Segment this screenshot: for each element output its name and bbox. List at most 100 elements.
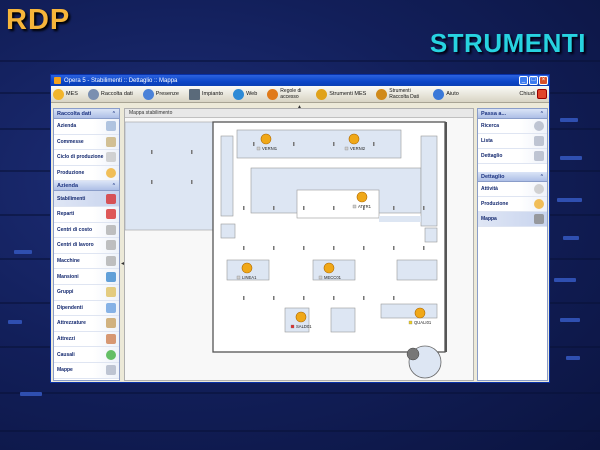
- collapse-icon[interactable]: ⌃: [539, 110, 544, 117]
- nav-item-macchine[interactable]: Macchine: [54, 253, 119, 270]
- status-indicator: [290, 324, 295, 329]
- gear-icon: [295, 311, 307, 323]
- toolbar-raccolta-dati-button[interactable]: Raccolta dati: [87, 88, 133, 100]
- toolbar-web-button[interactable]: Web: [233, 88, 257, 100]
- machine-marker-linea1[interactable]: LINEA1: [236, 262, 257, 280]
- toolbar-aiuto-button[interactable]: Aiuto: [433, 88, 459, 100]
- machine-label: VERNI2: [350, 146, 366, 151]
- reason-icon: [106, 349, 116, 360]
- nav-item-attrezzi[interactable]: Attrezzi: [54, 331, 119, 348]
- action-lista[interactable]: Lista: [478, 134, 547, 149]
- nav-item-centri-lavoro[interactable]: Centri di lavoro: [54, 238, 119, 254]
- action-attivita[interactable]: Attività: [478, 182, 547, 197]
- gear-icon: [534, 199, 544, 209]
- toolbar-label: Regole di accesso: [280, 88, 302, 100]
- zone-box: [220, 223, 236, 239]
- main-toolbar: MES Raccolta dati Presenze Impianto Web …: [51, 86, 549, 103]
- machine-label: QUALI01: [414, 320, 432, 325]
- toolbar-label: Aiuto: [446, 91, 459, 97]
- group-icon: [106, 287, 116, 298]
- nav-item-ciclo-produzione[interactable]: Ciclo di produzione: [54, 150, 119, 166]
- monitor-icon: [188, 88, 200, 100]
- app-icon: [54, 77, 61, 84]
- map-view: Mappa stabilimento: [124, 108, 474, 381]
- left-navigation-panel: Raccolta dati⌃ Azienda Commesse Ciclo di…: [53, 108, 120, 381]
- map-icon: [534, 214, 544, 224]
- splitter-toggle-left[interactable]: ◂: [121, 261, 125, 267]
- action-produzione[interactable]: Produzione: [478, 197, 547, 212]
- machine-marker-verni2[interactable]: VERNI2: [344, 133, 366, 151]
- gate-icon: [406, 347, 420, 361]
- section-header-azienda[interactable]: Azienda⌃: [54, 181, 119, 192]
- zone-box: [330, 307, 356, 333]
- action-mappa[interactable]: Mappa: [478, 212, 547, 227]
- building-wall: [445, 122, 447, 352]
- toolbar-label: Presenze: [155, 91, 179, 97]
- toolbar-regole-accesso-button[interactable]: Regole di accesso: [267, 88, 306, 100]
- list-icon: [534, 136, 544, 146]
- toolbar-strumenti-raccolta-button[interactable]: Strumenti Raccolta Dati: [376, 88, 423, 100]
- minimize-icon[interactable]: _: [519, 76, 528, 85]
- machine-marker-mecc01[interactable]: MECC01: [318, 262, 342, 280]
- toolbar-label: Impianto: [201, 91, 224, 97]
- collapse-icon[interactable]: ⌃: [539, 173, 544, 180]
- nav-item-centri-costo[interactable]: Centri di costo: [54, 222, 119, 239]
- nav-item-commesse[interactable]: Commesse: [54, 134, 119, 151]
- nav-item-mappe[interactable]: Mappe: [54, 362, 119, 379]
- toolbar-presenze-button[interactable]: Presenze: [142, 88, 179, 100]
- action-ricerca[interactable]: Ricerca: [478, 119, 547, 134]
- collapse-icon[interactable]: ⌃: [111, 110, 116, 117]
- section-header-raccolta-dati[interactable]: Raccolta dati⌃: [54, 109, 119, 119]
- close-icon[interactable]: ×: [539, 76, 548, 85]
- globe-icon: [233, 88, 245, 100]
- collapse-icon[interactable]: ⌃: [111, 182, 116, 189]
- nav-item-reparti[interactable]: Reparti: [54, 206, 119, 223]
- zone-storage: [396, 259, 438, 281]
- status-indicator: [236, 275, 241, 280]
- splitter-toggle-top[interactable]: ▲: [297, 104, 302, 110]
- nav-item-attrezzature[interactable]: Attrezzature: [54, 316, 119, 332]
- factory-icon: [106, 193, 116, 204]
- maximize-icon[interactable]: □: [529, 76, 538, 85]
- toolbar-label: Strumenti Raccolta Dati: [389, 88, 420, 100]
- window-title: Opera 5 - Stabilimenti :: Dettaglio :: M…: [64, 77, 178, 84]
- section-header-dettaglio[interactable]: Dettaglio⌃: [478, 172, 547, 182]
- toolbar-label: Raccolta dati: [100, 91, 133, 97]
- machine-marker-attr1[interactable]: ATTR1: [352, 191, 372, 209]
- nav-item-azienda[interactable]: Azienda: [54, 119, 119, 135]
- task-icon: [106, 271, 116, 282]
- window-titlebar[interactable]: Opera 5 - Stabilimenti :: Dettaglio :: M…: [51, 75, 549, 86]
- action-dettaglio[interactable]: Dettaglio: [478, 149, 547, 164]
- activity-icon: [534, 184, 544, 194]
- folder-icon: [106, 136, 116, 147]
- machine-marker-quali01[interactable]: QUALI01: [408, 307, 432, 325]
- section-header-passa-a[interactable]: Passa a...⌃: [478, 109, 547, 119]
- tools-icon: [376, 88, 388, 100]
- machine-label: MECC01: [324, 275, 342, 280]
- work-center-icon: [106, 240, 116, 251]
- toolbar-impianto-button[interactable]: Impianto: [188, 88, 224, 100]
- nav-item-mansioni[interactable]: Mansioni: [54, 269, 119, 285]
- gears-icon: [87, 88, 99, 100]
- nav-item-causali[interactable]: Causali: [54, 347, 119, 363]
- status-indicator: [256, 146, 261, 151]
- map-view-header: Mappa stabilimento: [125, 109, 473, 118]
- detail-icon: [534, 151, 544, 161]
- nav-item-gruppi[interactable]: Gruppi: [54, 284, 119, 301]
- machine-marker-sald01[interactable]: SALD01: [290, 311, 312, 329]
- zone-corridor-left: [220, 135, 234, 217]
- map-icon: [106, 365, 116, 376]
- right-action-panel: Passa a...⌃ Ricerca Lista Dettaglio Dett…: [477, 108, 548, 381]
- zone-mecc01: [312, 259, 356, 281]
- toolbar-mes-button[interactable]: MES: [53, 88, 78, 100]
- nav-item-produzione[interactable]: Produzione: [54, 165, 119, 182]
- equipment-icon: [106, 318, 116, 329]
- nav-item-dipendenti[interactable]: Dipendenti: [54, 300, 119, 317]
- toolbar-strumenti-mes-button[interactable]: Strumenti MES: [316, 88, 366, 100]
- gear-icon: [348, 133, 360, 145]
- search-icon: [534, 121, 544, 131]
- toolbar-exit-button[interactable]: Chiudi: [519, 89, 547, 99]
- machine-marker-verni1[interactable]: VERNI1: [256, 133, 278, 151]
- nav-item-stabilimenti[interactable]: Stabilimenti: [54, 191, 119, 207]
- machine-icon: [106, 256, 116, 267]
